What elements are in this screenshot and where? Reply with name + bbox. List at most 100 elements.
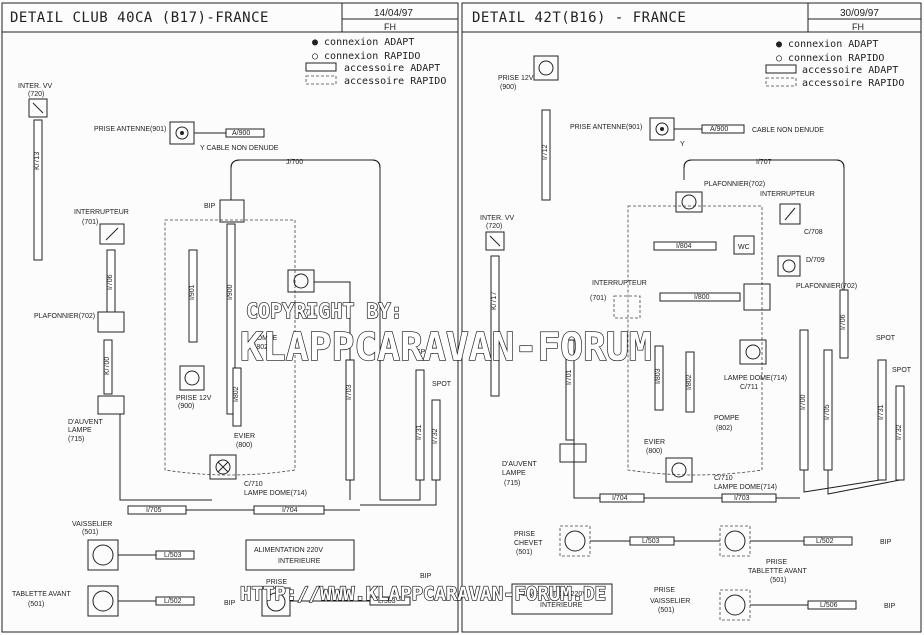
svg-text:L/506: L/506 (820, 602, 838, 609)
svg-text:D'AUVENT: D'AUVENT (502, 461, 538, 468)
cable-j700-label: J/700 (286, 159, 303, 166)
svg-text:(715): (715) (68, 436, 84, 443)
label-prise-12v-right: PRISE 12V (498, 75, 534, 82)
svg-text:(701): (701) (590, 295, 606, 302)
svg-text:I/700: I/700 (800, 394, 807, 410)
svg-text:INTERIEURE: INTERIEURE (278, 558, 321, 565)
label-pompe-right: POMPE (714, 415, 740, 422)
svg-text:(501): (501) (516, 549, 532, 556)
watermark-copyright: COPYRIGHT BY: (246, 299, 403, 323)
label-y-cable: Y CABLE NON DENUDE (200, 145, 279, 152)
svg-text:A/900: A/900 (710, 126, 728, 133)
right-date: 30/09/97 (840, 8, 879, 19)
svg-text:(900): (900) (500, 84, 516, 91)
legend-rapido-accessory-right: accessoire RAPIDO (802, 78, 904, 89)
svg-text:C/711: C/711 (298, 309, 316, 316)
alimentation-220v-box-right (511, 583, 613, 615)
svg-text:LAMPE DOME(714): LAMPE DOME(714) (714, 484, 777, 491)
label-interrupteur-right: INTERRUPTEUR (592, 280, 647, 287)
svg-text:PRISE: PRISE (766, 559, 787, 566)
svg-text:I/802: I/802 (686, 374, 693, 390)
legend-adapt-connection-right: ● connexion ADAPT (776, 39, 878, 50)
spot-1-label-right: SPOT (876, 335, 896, 342)
svg-text:L/503: L/503 (642, 538, 660, 545)
svg-text:L/503: L/503 (378, 598, 396, 605)
lampe-auvent (97, 395, 125, 415)
svg-text:I/901: I/901 (189, 284, 196, 300)
svg-text:C/711: C/711 (740, 384, 758, 391)
svg-text:Y: Y (680, 141, 685, 148)
watermark-url: HTTP://WWW.KLAPPCARAVAN-FORUM.DE (240, 583, 606, 605)
label-pompe: POMPE (252, 335, 278, 342)
svg-text:(802): (802) (254, 344, 270, 351)
label-inter-vv: INTER. VV (18, 83, 53, 90)
prise-12v (179, 365, 205, 391)
interrupteur-right-top (779, 203, 801, 225)
inter-vv-switch-right (485, 231, 505, 251)
svg-text:I/703: I/703 (346, 384, 353, 400)
svg-text:K/717: K/717 (491, 292, 498, 310)
svg-text:CABLE NON DENUDE: CABLE NON DENUDE (752, 127, 824, 134)
svg-text:I/701: I/701 (566, 369, 573, 385)
svg-text:C/710: C/710 (244, 481, 263, 488)
label-prise-chevet: PRISE (514, 531, 535, 538)
svg-text:CHEVET: CHEVET (514, 540, 543, 547)
svg-text:I/802: I/802 (233, 386, 240, 402)
spot-2-label-right: SPOT (892, 367, 912, 374)
svg-text:L/502: L/502 (164, 598, 182, 605)
svg-text:(501): (501) (658, 607, 674, 614)
svg-text:(720): (720) (486, 223, 502, 230)
left-diagram: INTER. VV (720) K/713 PRISE ANTENNE(901)… (12, 83, 452, 617)
watermark-forum: KLAPPCARAVAN-FORUM (240, 325, 652, 369)
svg-text:I/707: I/707 (756, 159, 772, 166)
lamp-c711 (287, 269, 315, 293)
wc-component (733, 235, 755, 255)
left-panel-frame (1, 2, 459, 633)
svg-text:C/710: C/710 (714, 475, 733, 482)
svg-text:INTERIEURE: INTERIEURE (540, 602, 583, 609)
svg-text:(501): (501) (28, 601, 44, 608)
svg-text:LAMPE: LAMPE (502, 470, 526, 477)
svg-text:LAMPE: LAMPE (68, 427, 92, 434)
right-title: DETAIL 42T(B16) - FRANCE (472, 10, 686, 26)
svg-text:(800): (800) (646, 448, 662, 455)
label-vaisselier-right: VAISSELIER (650, 598, 690, 605)
interrupteur-right (613, 295, 641, 319)
bip-connector (219, 199, 245, 223)
plafonnier-right-top (675, 191, 703, 213)
inter-vv-switch (28, 98, 48, 118)
svg-text:INTERRUPTEUR: INTERRUPTEUR (760, 191, 815, 198)
alimentation-220v-box (245, 539, 355, 571)
svg-text:WC: WC (738, 244, 750, 251)
label-interrupteur: INTERRUPTEUR (74, 209, 129, 216)
svg-text:I/703: I/703 (734, 495, 750, 502)
label-evier: EVIER (234, 433, 255, 440)
label-inter-vv-right: INTER. VV (480, 215, 515, 222)
left-legend: ● connexion ADAPT ○ connexion RAPIDO acc… (305, 37, 446, 87)
right-legend: ● connexion ADAPT ○ connexion RAPIDO acc… (765, 39, 904, 89)
lampe-dome-c710-right (665, 457, 693, 483)
svg-text:I/804: I/804 (676, 243, 692, 250)
svg-text:I/732: I/732 (896, 424, 903, 440)
label-prise-antenne-right: PRISE ANTENNE(901) (570, 124, 642, 131)
label-vaisselier: VAISSELIER (72, 521, 112, 528)
right-panel-frame (461, 2, 922, 633)
cable-k713 (33, 119, 43, 261)
svg-text:I/731: I/731 (878, 404, 885, 420)
label-tablette-avant: TABLETTE AVANT (12, 591, 71, 598)
right-diagram: PRISE 12V (900) I/712 PRISE ANTENNE(901)… (480, 55, 912, 621)
svg-text:L/503: L/503 (164, 552, 182, 559)
left-initials: FH (384, 22, 396, 32)
svg-text:BIP: BIP (880, 539, 892, 546)
svg-text:(802): (802) (716, 425, 732, 432)
svg-text:(900): (900) (178, 403, 194, 410)
svg-text:I/704: I/704 (282, 507, 298, 514)
svg-text:PLAFONNIER(702): PLAFONNIER(702) (796, 283, 857, 290)
svg-text:PLAFONNIER(702): PLAFONNIER(702) (704, 181, 765, 188)
svg-text:D/709: D/709 (806, 257, 825, 264)
interrupteur-switch (99, 223, 125, 245)
label-prise-antenne: PRISE ANTENNE(901) (94, 126, 166, 133)
lampe-dome-714 (209, 454, 237, 480)
svg-text:I/732: I/732 (432, 428, 439, 444)
